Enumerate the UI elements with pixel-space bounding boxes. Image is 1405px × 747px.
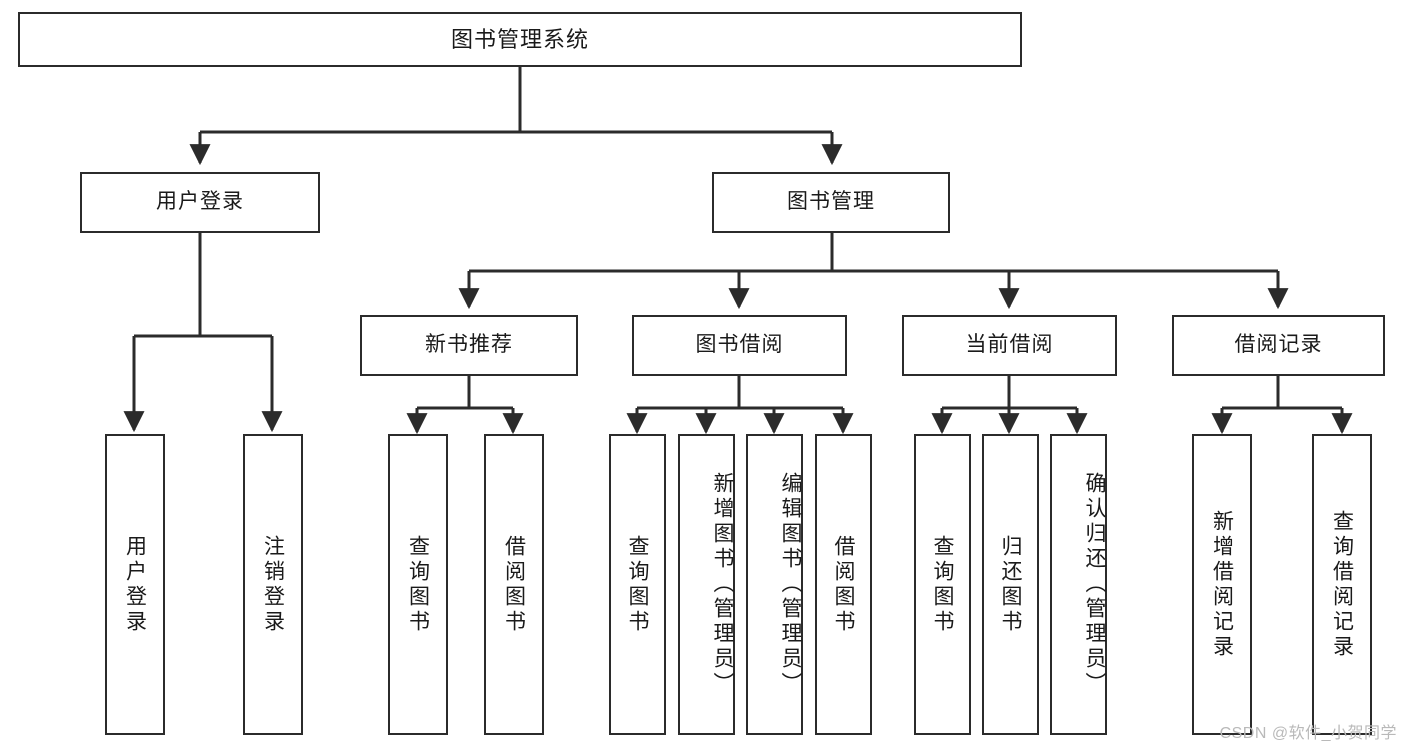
leaf-query-borrow-record[interactable]: 查询借阅记录 bbox=[1312, 434, 1372, 735]
node-root-system[interactable]: 图书管理系统 bbox=[18, 12, 1022, 67]
csdn-watermark: CSDN @软件_小贺同学 bbox=[1219, 725, 1397, 742]
leaf-query-book-current[interactable]: 查询图书 bbox=[914, 434, 971, 735]
leaf-borrow-book-recommend[interactable]: 借阅图书 bbox=[484, 434, 544, 735]
leaf-query-book-borrow[interactable]: 查询图书 bbox=[609, 434, 666, 735]
leaf-user-login[interactable]: 用户登录 bbox=[105, 434, 165, 735]
node-borrow-record[interactable]: 借阅记录 bbox=[1172, 315, 1385, 376]
leaf-add-borrow-record[interactable]: 新增借阅记录 bbox=[1192, 434, 1252, 735]
leaf-add-book-admin[interactable]: 新增图书（管理员） bbox=[678, 434, 735, 735]
leaf-return-book[interactable]: 归还图书 bbox=[982, 434, 1039, 735]
node-current-borrow[interactable]: 当前借阅 bbox=[902, 315, 1117, 376]
node-book-management[interactable]: 图书管理 bbox=[712, 172, 950, 233]
leaf-query-book-recommend[interactable]: 查询图书 bbox=[388, 434, 448, 735]
leaf-logout[interactable]: 注销登录 bbox=[243, 434, 303, 735]
node-new-book-recommend[interactable]: 新书推荐 bbox=[360, 315, 578, 376]
node-user-login[interactable]: 用户登录 bbox=[80, 172, 320, 233]
leaf-borrow-book-borrow[interactable]: 借阅图书 bbox=[815, 434, 872, 735]
leaf-confirm-return-admin[interactable]: 确认归还（管理员） bbox=[1050, 434, 1107, 735]
node-book-borrow[interactable]: 图书借阅 bbox=[632, 315, 847, 376]
leaf-edit-book-admin[interactable]: 编辑图书（管理员） bbox=[746, 434, 803, 735]
